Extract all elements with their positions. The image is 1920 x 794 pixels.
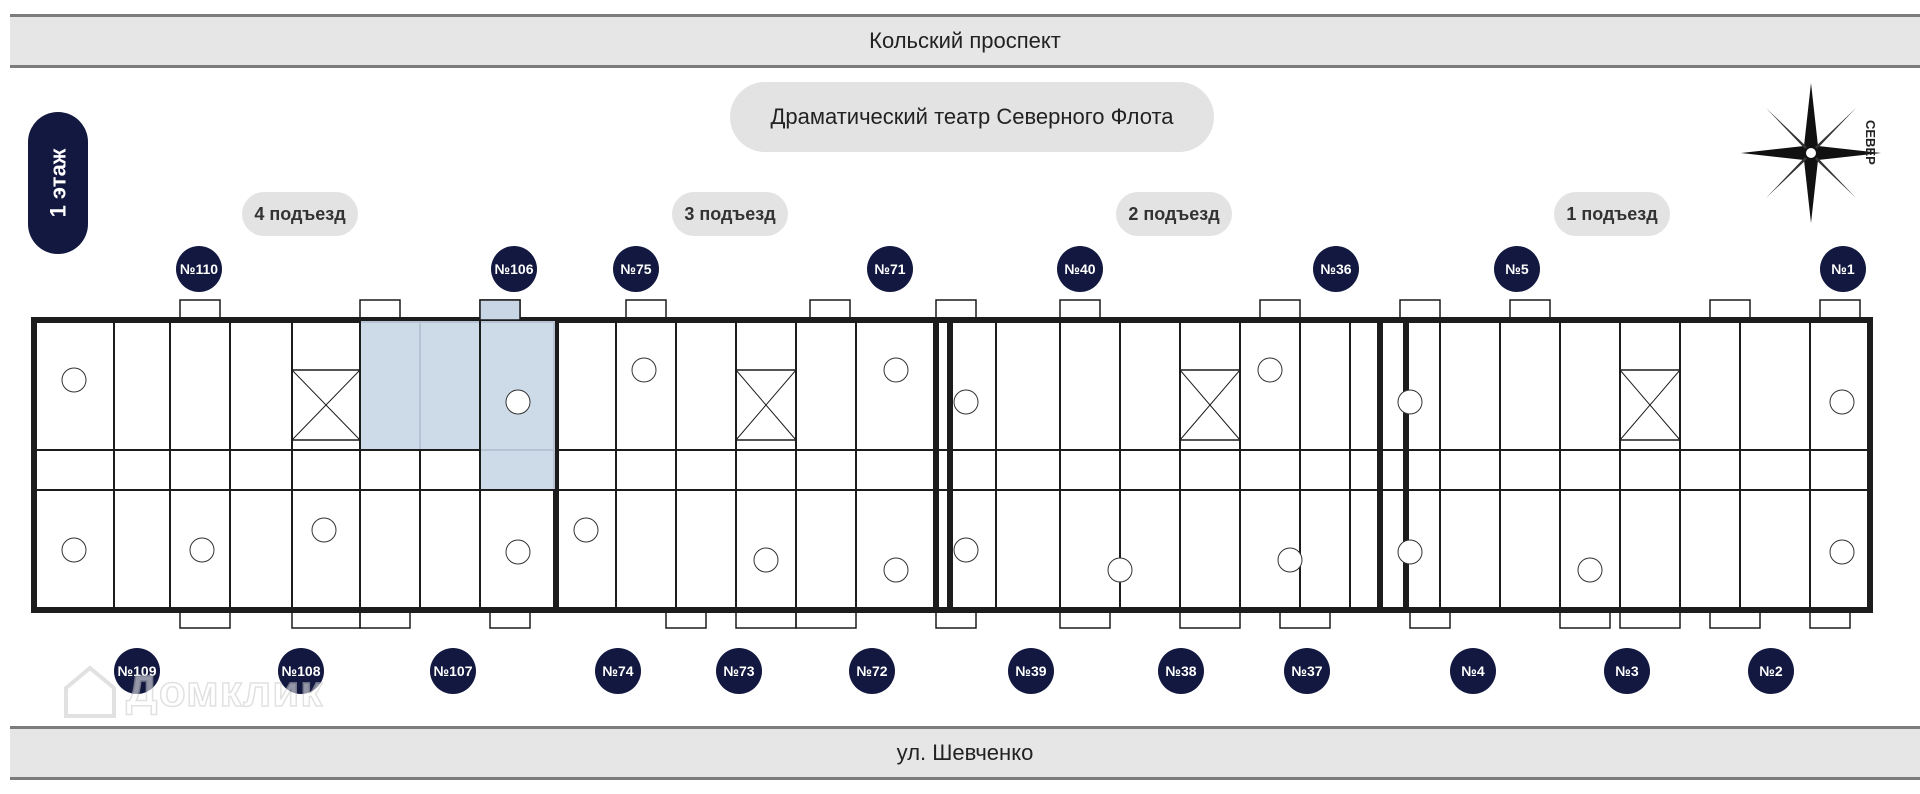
apartment-badge-73[interactable]: №73	[716, 648, 762, 694]
floor-label: 1 этаж	[45, 148, 71, 218]
street-top-text: Кольский проспект	[869, 28, 1061, 53]
apartment-number: №37	[1291, 663, 1323, 679]
entrance-4-label: 4 подъезд	[242, 192, 358, 236]
apartment-number: №39	[1015, 663, 1047, 679]
apartment-badge-1[interactable]: №1	[1820, 246, 1866, 292]
apartment-badge-2[interactable]: №2	[1748, 648, 1794, 694]
apartment-number: №109	[117, 663, 157, 679]
apartment-badge-5[interactable]: №5	[1494, 246, 1540, 292]
compass-icon	[1741, 83, 1881, 223]
street-bottom-label: ул. Шевченко	[10, 726, 1920, 780]
apartment-badge-37[interactable]: №37	[1284, 648, 1330, 694]
landmark-theatre: Драматический театр Северного Флота	[730, 82, 1214, 152]
apartment-number: №75	[620, 261, 652, 277]
apartment-badge-108[interactable]: №108	[278, 648, 324, 694]
street-top-label: Кольский проспект	[10, 14, 1920, 68]
apartment-number: №1	[1831, 261, 1855, 277]
apartment-number: №73	[723, 663, 755, 679]
apartment-badge-75[interactable]: №75	[613, 246, 659, 292]
entrance-1-text: 1 подъезд	[1566, 203, 1658, 224]
entrance-1-label: 1 подъезд	[1554, 192, 1670, 236]
apartment-badge-71[interactable]: №71	[867, 246, 913, 292]
apartment-badge-3[interactable]: №3	[1604, 648, 1650, 694]
apartment-badge-4[interactable]: №4	[1450, 648, 1496, 694]
apartment-number: №72	[856, 663, 888, 679]
house-icon	[64, 665, 116, 718]
entrance-3-label: 3 подъезд	[672, 192, 788, 236]
apartment-number: №74	[602, 663, 634, 679]
apartment-number: №2	[1759, 663, 1783, 679]
apartment-badge-39[interactable]: №39	[1008, 648, 1054, 694]
apartment-number: №4	[1461, 663, 1485, 679]
apartment-number: №3	[1615, 663, 1639, 679]
compass-north-label: СЕВЕР	[1863, 120, 1878, 165]
entrance-2-label: 2 подъезд	[1116, 192, 1232, 236]
apartment-number: №107	[433, 663, 473, 679]
apartment-badge-107[interactable]: №107	[430, 648, 476, 694]
apartment-number: №38	[1165, 663, 1197, 679]
apartment-number: №110	[179, 261, 219, 277]
apartment-badge-72[interactable]: №72	[849, 648, 895, 694]
landmark-text: Драматический театр Северного Флота	[770, 104, 1174, 129]
apartment-number: №71	[874, 261, 906, 277]
street-bottom-text: ул. Шевченко	[896, 740, 1034, 765]
apartment-badge-36[interactable]: №36	[1313, 246, 1359, 292]
apartment-badge-106[interactable]: №106	[491, 246, 537, 292]
apartment-number: №36	[1320, 261, 1352, 277]
apartment-badge-110[interactable]: №110	[176, 246, 222, 292]
apartment-number: №40	[1064, 261, 1096, 277]
entrance-3-text: 3 подъезд	[684, 203, 776, 224]
apartment-badge-38[interactable]: №38	[1158, 648, 1204, 694]
apartment-number: №106	[494, 261, 534, 277]
apartment-badge-109[interactable]: №109	[114, 648, 160, 694]
apartment-badge-74[interactable]: №74	[595, 648, 641, 694]
apartment-badge-40[interactable]: №40	[1057, 246, 1103, 292]
entrance-4-text: 4 подъезд	[254, 203, 346, 224]
apartment-number: №5	[1505, 261, 1529, 277]
floor-plan	[31, 299, 1873, 629]
entrance-2-text: 2 подъезд	[1128, 203, 1220, 224]
apartment-number: №108	[281, 663, 321, 679]
floor-badge[interactable]: 1 этаж	[28, 112, 88, 254]
